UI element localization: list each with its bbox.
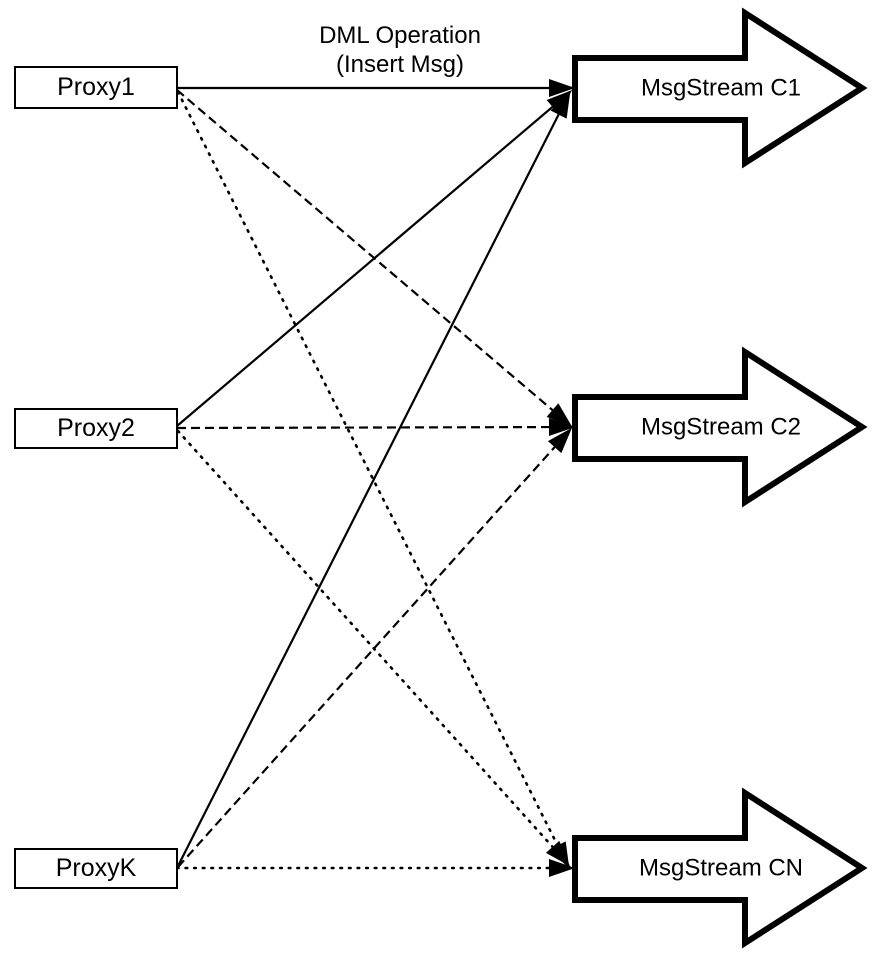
msgstream-label-c1: MsgStream C1 — [641, 74, 801, 101]
dml-operation-label: DML Operation(Insert Msg) — [319, 22, 481, 78]
proxy-label-proxy2: Proxy2 — [57, 414, 135, 442]
arrowheads-layer — [545, 79, 575, 877]
proxy-node-proxy1[interactable]: Proxy1 — [14, 66, 178, 109]
proxy-box-proxyk — [14, 848, 178, 889]
edge-proxy2-c2 — [176, 425, 573, 430]
proxy-node-proxyk[interactable]: ProxyK — [14, 848, 178, 889]
edge-proxy2-c1 — [176, 91, 571, 427]
dml-operation-label-line2: (Insert Msg) — [336, 51, 464, 78]
edge-proxy1-c2 — [176, 89, 571, 426]
dml-operation-label-line1: DML Operation — [319, 22, 481, 49]
arrowhead-proxy1-c2 — [546, 403, 573, 427]
msgstream-c1[interactable]: MsgStream C1 — [572, 7, 868, 169]
proxy-label-proxyk: ProxyK — [56, 854, 137, 882]
arrowhead-proxyk-cn — [549, 859, 575, 877]
streams-layer: MsgStream C1 MsgStream C2 MsgStream CN — [572, 7, 868, 949]
edge-proxy1-cn — [176, 90, 570, 868]
msgstream-label-cn: MsgStream CN — [639, 854, 803, 881]
arrowhead-proxy2-c2 — [548, 418, 575, 437]
msgstream-c2[interactable]: MsgStream C2 — [572, 346, 868, 508]
edges-layer — [175, 86, 574, 870]
msgstream-label-c2: MsgStream C2 — [641, 413, 801, 440]
annotations-layer: DML Operation(Insert Msg) — [319, 22, 481, 78]
arrowhead-proxyk-c2 — [547, 427, 573, 454]
proxy-label-proxy1: Proxy1 — [57, 73, 135, 101]
msgstream-arrow-shape-c2 — [572, 346, 868, 508]
edge-proxyk-c1 — [177, 93, 570, 867]
proxy-node-proxy2[interactable]: Proxy2 — [14, 408, 178, 449]
edge-proxy2-cn — [176, 429, 570, 866]
msgstream-arrow-shape-cn — [572, 787, 868, 949]
proxy-box-proxy1 — [14, 66, 178, 109]
arrowhead-proxy2-cn — [545, 840, 571, 867]
arrowhead-proxyk-c1 — [550, 91, 571, 119]
msgstream-cn[interactable]: MsgStream CN — [572, 787, 868, 949]
arrowhead-proxy1-c1 — [549, 79, 575, 97]
msgstream-arrow-shape-c1 — [572, 7, 868, 169]
proxy-box-proxy2 — [14, 408, 178, 449]
